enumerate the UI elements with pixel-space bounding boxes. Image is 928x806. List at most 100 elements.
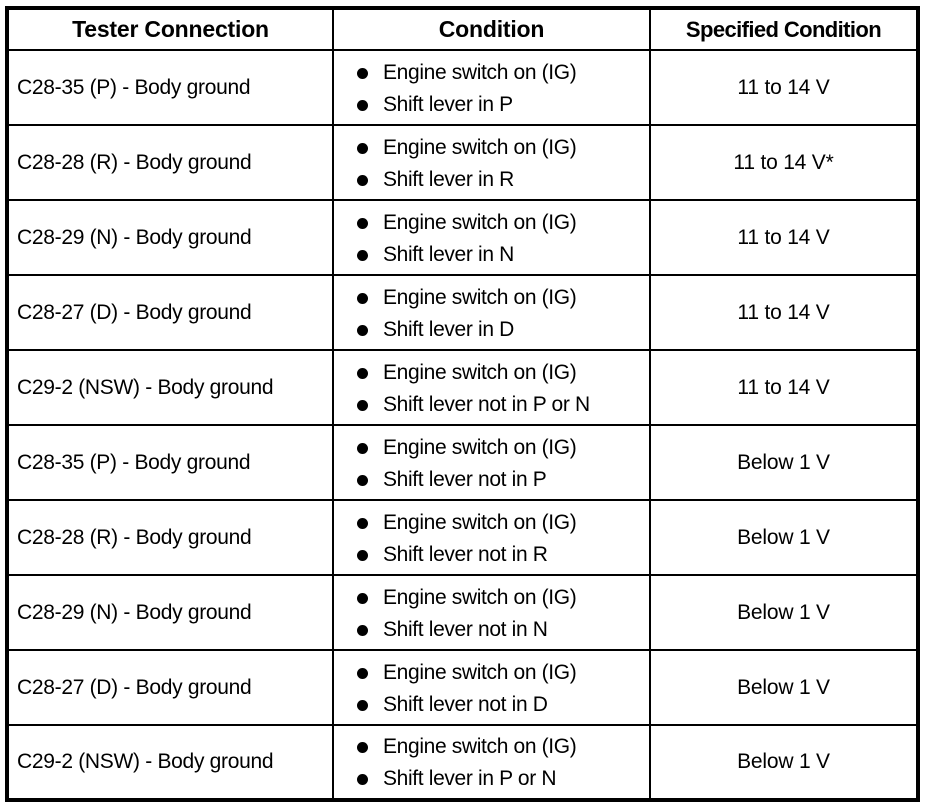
- cell-condition: Engine switch on (IG) Shift lever not in …: [332, 649, 651, 726]
- table-row: C29-2 (NSW) - Body ground Engine switch o…: [6, 349, 919, 426]
- cell-specified-condition: 11 to 14 V: [649, 199, 919, 276]
- bullet-icon: [357, 699, 368, 711]
- cell-condition: Engine switch on (IG) Shift lever in P: [332, 49, 651, 126]
- condition-list: Engine switch on (IG) Shift lever in P or…: [352, 731, 649, 795]
- table-row: C28-28 (R) - Body ground Engine switch on…: [6, 124, 919, 201]
- column-header-specified-condition: Specified Condition: [649, 7, 919, 51]
- condition-item: Engine switch on (IG): [352, 657, 649, 689]
- condition-list: Engine switch on (IG) Shift lever in R: [352, 132, 649, 196]
- condition-list: Engine switch on (IG) Shift lever not in …: [352, 357, 649, 421]
- table-header-row: Tester Connection Condition Specified Co…: [6, 7, 919, 51]
- cell-condition: Engine switch on (IG) Shift lever in N: [332, 199, 651, 276]
- condition-item-label: Engine switch on (IG): [383, 60, 577, 84]
- bullet-icon: [357, 399, 368, 411]
- condition-item-label: Engine switch on (IG): [383, 735, 577, 758]
- bullet-icon: [357, 99, 368, 111]
- cell-tester-connection: C28-28 (R) - Body ground: [6, 499, 334, 576]
- condition-item: Shift lever not in N: [352, 614, 649, 646]
- table-row: C28-27 (D) - Body ground Engine switch on…: [6, 274, 919, 351]
- cell-specified-condition: Below 1 V: [649, 499, 919, 576]
- condition-item: Shift lever not in R: [352, 539, 649, 571]
- condition-item-label: Shift lever not in P or N: [383, 392, 590, 416]
- cell-specified-condition: Below 1 V: [649, 424, 919, 501]
- condition-item-label: Engine switch on (IG): [383, 360, 577, 384]
- cell-tester-connection: C28-35 (P) - Body ground: [6, 424, 334, 501]
- condition-item: Shift lever not in P or N: [352, 389, 649, 421]
- condition-item: Engine switch on (IG): [352, 357, 649, 389]
- bullet-icon: [357, 667, 368, 679]
- condition-item-label: Shift lever in D: [383, 317, 514, 341]
- condition-item: Shift lever in R: [352, 164, 649, 196]
- cell-condition: Engine switch on (IG) Shift lever not in …: [332, 499, 651, 576]
- condition-item: Shift lever in N: [352, 239, 649, 271]
- cell-specified-condition: 11 to 14 V: [649, 274, 919, 351]
- cell-specified-condition: Below 1 V: [649, 649, 919, 726]
- bullet-icon: [357, 249, 368, 261]
- condition-item-label: Shift lever in R: [383, 167, 514, 191]
- condition-item-label: Shift lever not in P: [383, 467, 547, 491]
- cell-tester-connection: C28-29 (N) - Body ground: [6, 199, 334, 276]
- condition-item-label: Shift lever not in N: [383, 617, 548, 641]
- condition-item: Shift lever in P or N: [352, 763, 649, 795]
- condition-item-label: Shift lever not in D: [383, 692, 548, 716]
- cell-specified-condition: 11 to 14 V: [649, 349, 919, 426]
- specification-table: Tester Connection Condition Specified Co…: [5, 6, 920, 802]
- condition-list: Engine switch on (IG) Shift lever not in …: [352, 582, 649, 646]
- bullet-icon: [357, 174, 368, 186]
- cell-condition: Engine switch on (IG) Shift lever in D: [332, 274, 651, 351]
- cell-condition: Engine switch on (IG) Shift lever in R: [332, 124, 651, 201]
- condition-item-label: Shift lever in P or N: [383, 767, 557, 790]
- bullet-icon: [357, 324, 368, 336]
- condition-item: Shift lever in P: [352, 89, 649, 121]
- cell-tester-connection: C28-28 (R) - Body ground: [6, 124, 334, 201]
- bullet-icon: [357, 742, 368, 753]
- condition-item: Engine switch on (IG): [352, 132, 649, 164]
- bullet-icon: [357, 367, 368, 379]
- bullet-icon: [357, 517, 368, 529]
- cell-condition: Engine switch on (IG) Shift lever not in …: [332, 424, 651, 501]
- cell-specified-condition: 11 to 14 V: [649, 49, 919, 126]
- condition-item-label: Engine switch on (IG): [383, 585, 577, 609]
- cell-tester-connection: C28-27 (D) - Body ground: [6, 649, 334, 726]
- condition-item-label: Engine switch on (IG): [383, 660, 577, 684]
- cell-specified-condition: Below 1 V: [649, 574, 919, 651]
- bullet-icon: [357, 217, 368, 229]
- table-row: C28-35 (P) - Body ground Engine switch on…: [6, 424, 919, 501]
- condition-item: Engine switch on (IG): [352, 282, 649, 314]
- condition-item: Engine switch on (IG): [352, 207, 649, 239]
- condition-item-label: Engine switch on (IG): [383, 510, 577, 534]
- condition-item: Engine switch on (IG): [352, 731, 649, 763]
- column-header-tester-connection: Tester Connection: [6, 7, 334, 51]
- cell-tester-connection: C28-27 (D) - Body ground: [6, 274, 334, 351]
- condition-item: Engine switch on (IG): [352, 507, 649, 539]
- condition-list: Engine switch on (IG) Shift lever not in …: [352, 432, 649, 496]
- bullet-icon: [357, 67, 368, 79]
- table-header: Tester Connection Condition Specified Co…: [6, 7, 919, 51]
- cell-condition: Engine switch on (IG) Shift lever in P or…: [332, 724, 651, 801]
- cell-specified-condition: 11 to 14 V*: [649, 124, 919, 201]
- condition-item-label: Shift lever in P: [383, 92, 513, 116]
- condition-item: Shift lever in D: [352, 314, 649, 346]
- condition-list: Engine switch on (IG) Shift lever in D: [352, 282, 649, 346]
- bullet-icon: [357, 292, 368, 304]
- column-header-tester-connection-label: Tester Connection: [72, 16, 269, 42]
- condition-list: Engine switch on (IG) Shift lever in P: [352, 57, 649, 121]
- table-row: C28-29 (N) - Body ground Engine switch on…: [6, 199, 919, 276]
- cell-condition: Engine switch on (IG) Shift lever not in …: [332, 574, 651, 651]
- column-header-condition-label: Condition: [438, 16, 545, 42]
- condition-item-label: Engine switch on (IG): [383, 435, 577, 459]
- condition-list: Engine switch on (IG) Shift lever in N: [352, 207, 649, 271]
- bullet-icon: [357, 592, 368, 604]
- condition-item-label: Shift lever not in R: [383, 542, 548, 566]
- bullet-icon: [357, 774, 368, 785]
- condition-item: Shift lever not in D: [352, 689, 649, 721]
- cell-tester-connection: C29-2 (NSW) - Body ground: [6, 349, 334, 426]
- condition-item-label: Shift lever in N: [383, 242, 514, 266]
- condition-item: Engine switch on (IG): [352, 582, 649, 614]
